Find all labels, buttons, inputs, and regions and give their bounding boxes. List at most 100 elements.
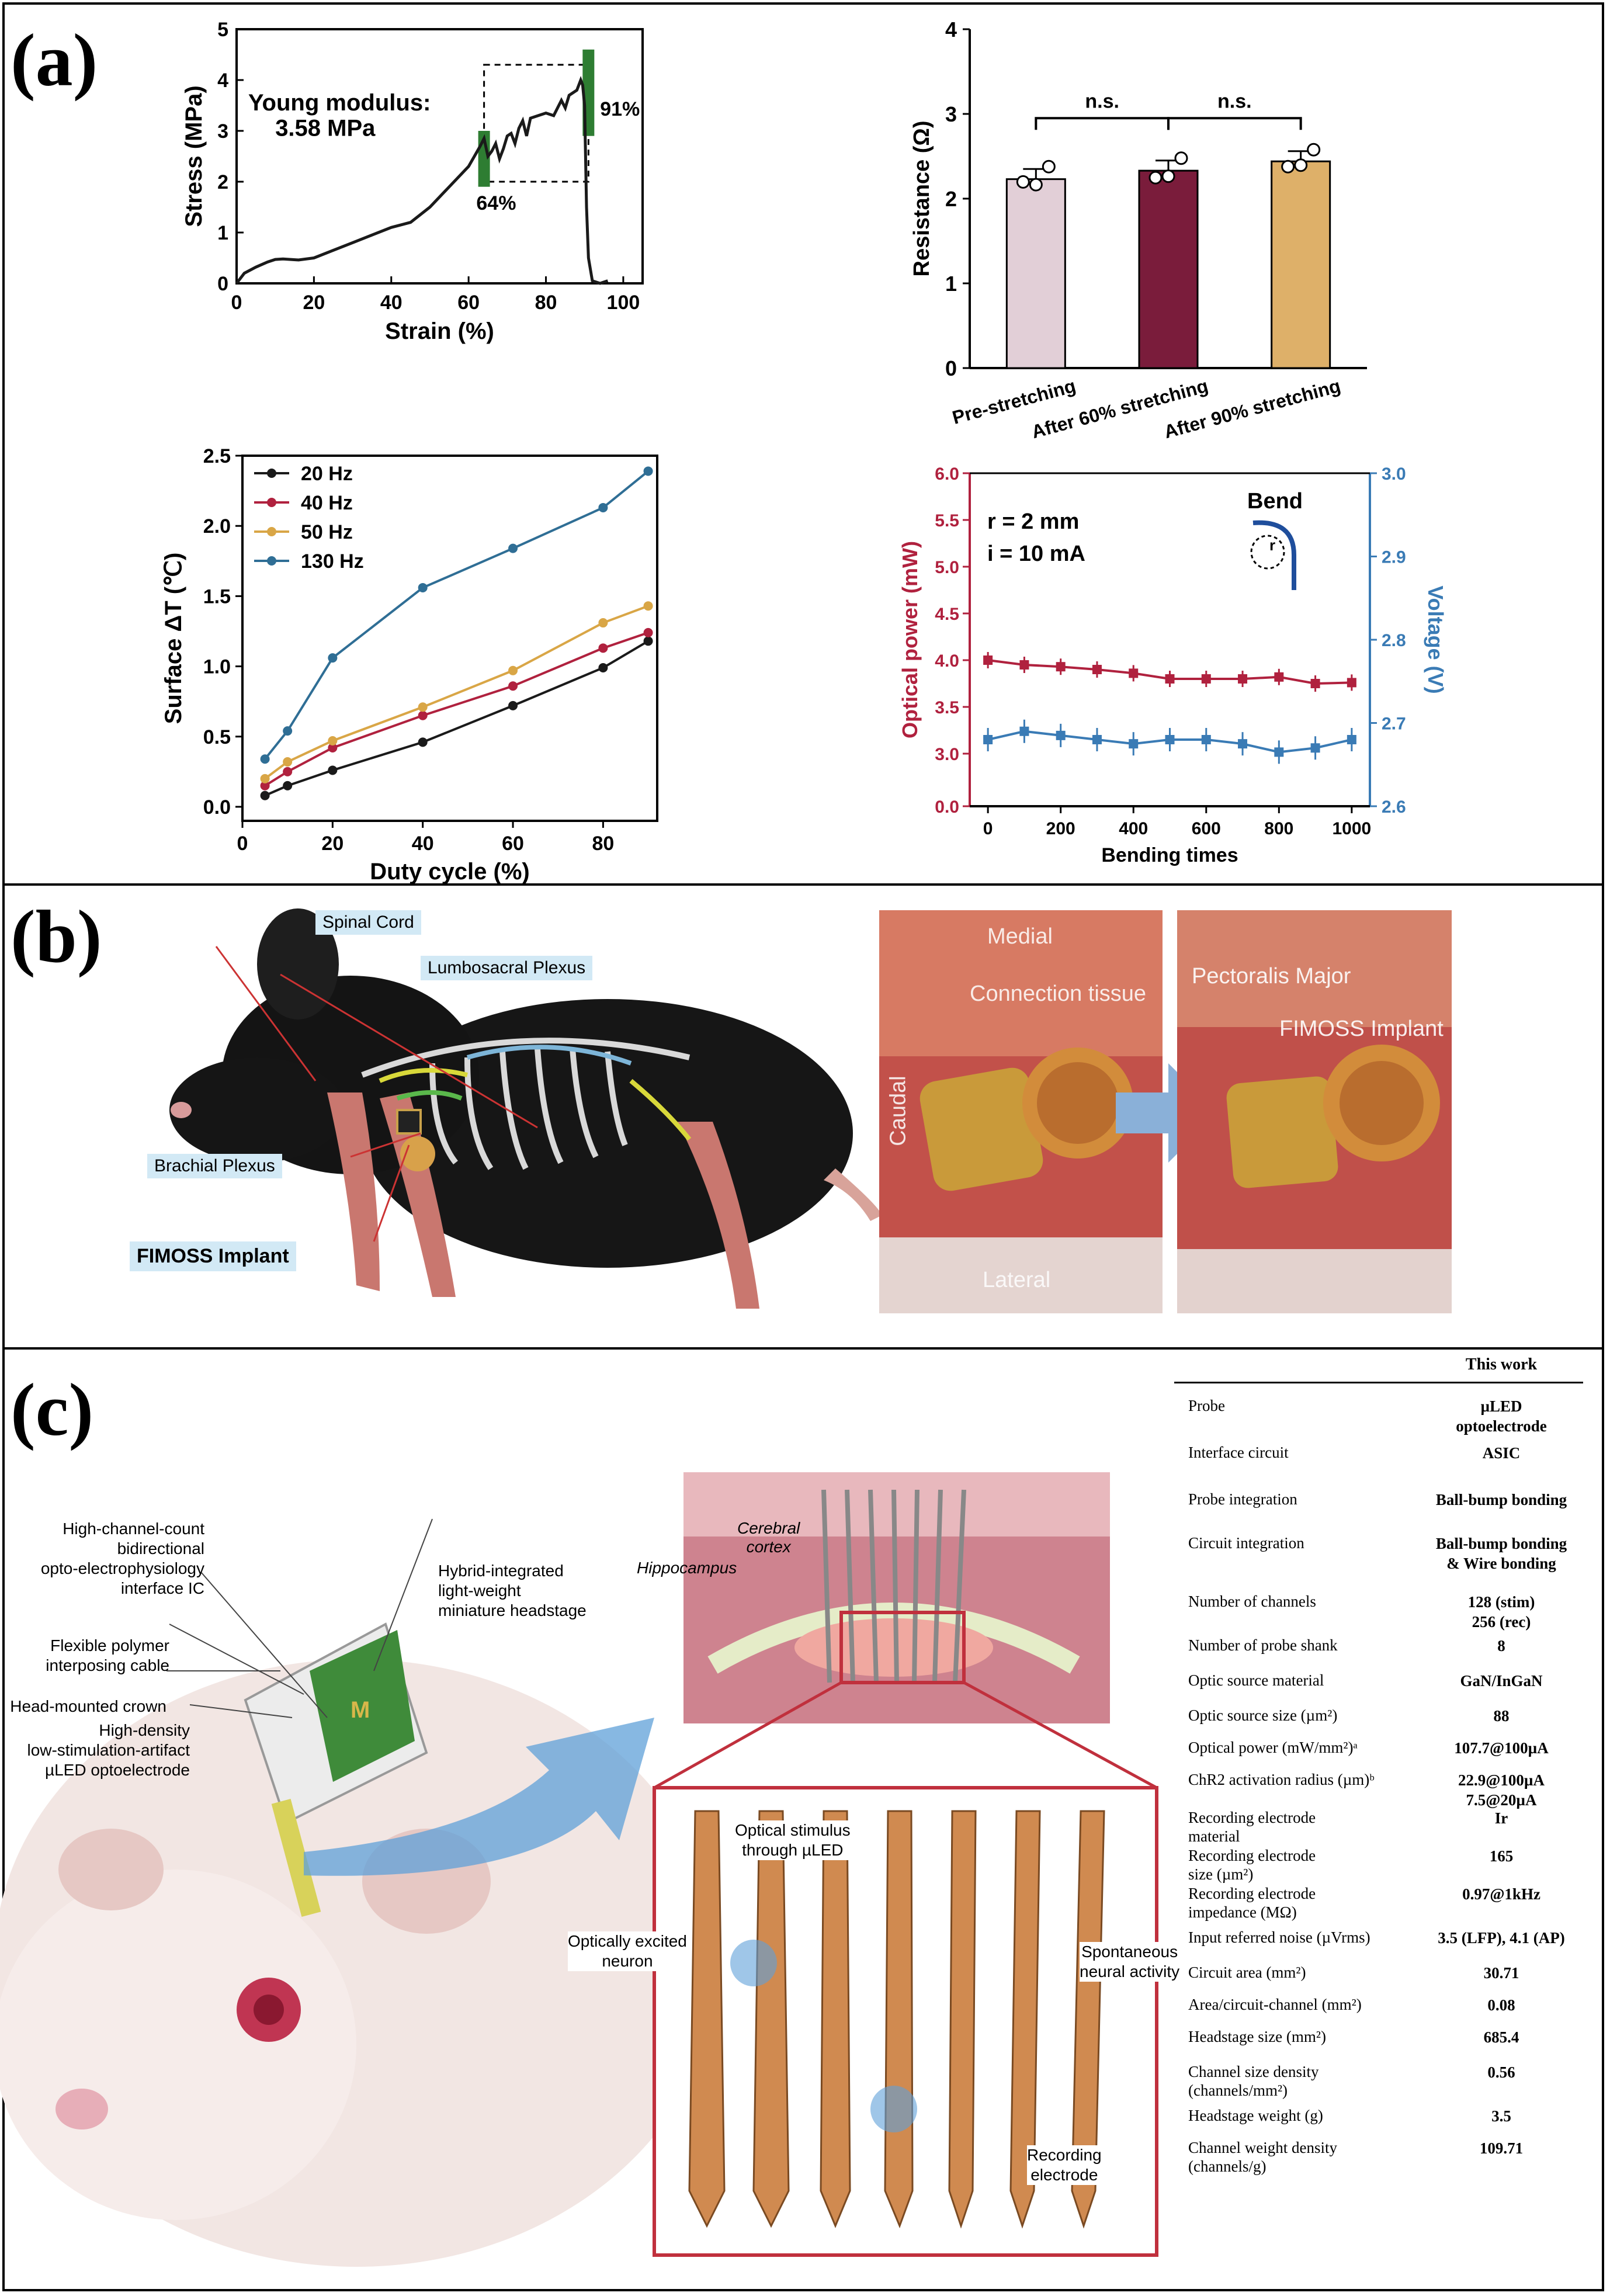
y-axis-label: Surface ΔT (℃) xyxy=(161,553,186,724)
series-point xyxy=(328,736,338,745)
y-axis-label: Stress (MPa) xyxy=(181,85,207,227)
table-row-value: 109.71 xyxy=(1479,2139,1524,2157)
x-tick-label: 60 xyxy=(502,833,524,855)
x-tick-label: 40 xyxy=(380,292,402,314)
table-row-value: Ball-bump bonding & Wire bonding xyxy=(1435,1535,1567,1572)
photo2-fimoss-implant: FIMOSS Implant xyxy=(1279,1017,1444,1041)
callout-interface-ic: High-channel-count bidirectional opto-el… xyxy=(40,1520,204,1597)
voltage-point xyxy=(1201,735,1211,744)
plot-frame xyxy=(241,455,658,822)
legend-marker xyxy=(267,527,276,536)
y-right-tick-label: 2.8 xyxy=(1382,631,1406,650)
significance-label: n.s. xyxy=(1085,90,1119,112)
y-tick-label: 1.0 xyxy=(203,656,231,678)
table-row-parameter: Interface circuit xyxy=(1188,1444,1289,1461)
voltage-point xyxy=(1056,730,1066,740)
y-tick-label: 4 xyxy=(945,18,957,41)
table-row-value: 3.5 xyxy=(1491,2107,1511,2125)
table-row-value: Ball-bump bonding xyxy=(1435,1491,1567,1508)
table-row-value: 0.97@1kHz xyxy=(1462,1885,1540,1903)
table-row-parameter: Probe xyxy=(1188,1397,1225,1414)
x-tick-label: 0 xyxy=(983,819,993,838)
table-row-parameter: Area/circuit-channel (mm²) xyxy=(1188,1996,1362,2013)
panel-divider xyxy=(2,1347,1604,1350)
power-point xyxy=(1019,660,1029,670)
annotation-bend: Bend xyxy=(1247,489,1303,514)
power-point xyxy=(1201,674,1211,684)
voltage-point xyxy=(1238,739,1248,749)
series-point xyxy=(508,681,518,691)
series-point xyxy=(283,726,293,736)
series-point xyxy=(598,502,608,512)
label-hippocampus: Hippocampus xyxy=(637,1559,737,1577)
panel-label-b: (b) xyxy=(11,895,102,978)
series-point xyxy=(328,653,338,663)
power-point xyxy=(1274,672,1284,682)
callout-leader-lines xyxy=(166,1518,433,1718)
table-header: This work xyxy=(1465,1355,1538,1374)
series-point xyxy=(328,743,338,752)
label-recording-electrode: Recording electrode xyxy=(1027,2145,1102,2185)
x-tick-label: 40 xyxy=(412,833,434,855)
skeleton-overlay xyxy=(361,1038,691,1170)
y-tick-label: 1 xyxy=(217,222,228,244)
voltage-point xyxy=(1129,739,1139,749)
x-tick-label: 60 xyxy=(457,292,480,314)
table-row-value: 8 xyxy=(1497,1637,1505,1655)
callout-crown: Head-mounted crown xyxy=(10,1697,166,1715)
power-point xyxy=(983,655,993,665)
photo1-lateral: Lateral xyxy=(983,1268,1051,1292)
mouse-anatomy-illustration xyxy=(169,908,882,1309)
panel-label-a: (a) xyxy=(11,19,98,102)
x-tick-label: 400 xyxy=(1119,819,1148,838)
data-point xyxy=(1016,175,1030,189)
y-tick-label: 2 xyxy=(217,171,228,193)
series-point xyxy=(328,765,338,775)
voltage-point xyxy=(1019,726,1029,736)
table-row-parameter: Channel weight density (channels/g) xyxy=(1188,2139,1337,2175)
series-point xyxy=(643,627,653,637)
table-row-parameter: Recording electrode size (µm²) xyxy=(1188,1847,1316,1883)
y-tick-label: 5.0 xyxy=(935,558,959,577)
y-right-axis-label: Voltage (V) xyxy=(1424,585,1448,693)
power-point xyxy=(1310,679,1320,688)
callout-optoelectrode: High-density low-stimulation-artifact µL… xyxy=(27,1721,190,1779)
y-tick-label: 0 xyxy=(217,273,228,295)
label-cerebral-cortex: Cerebral cortex xyxy=(737,1519,800,1556)
series-line xyxy=(264,640,649,797)
y-tick-label: 4.5 xyxy=(935,605,959,624)
table-row-value: GaN/InGaN xyxy=(1460,1672,1543,1690)
series-point xyxy=(283,781,293,790)
x-tick-label: 20 xyxy=(303,292,325,314)
label-brachial-plexus: Brachial Plexus xyxy=(147,1154,282,1178)
power-point xyxy=(1056,662,1066,672)
y-tick-label: 5.5 xyxy=(935,511,959,530)
table-row-value: µLED optoelectrode xyxy=(1456,1397,1547,1435)
annotation-radius: r = 2 mm xyxy=(987,509,1079,534)
photo1-connection-tissue: Connection tissue xyxy=(970,981,1147,1006)
blue-arrow xyxy=(304,1718,654,1876)
legend-marker xyxy=(267,498,276,507)
y-tick-label: 3 xyxy=(217,120,228,143)
photo1-medial: Medial xyxy=(987,924,1053,949)
series-point xyxy=(283,767,293,776)
data-point xyxy=(1148,171,1163,185)
table-row-value: 0.08 xyxy=(1487,1996,1515,2014)
annotation-modulus-value: 3.58 MPa xyxy=(275,116,376,141)
y-tick-label: 2.0 xyxy=(203,515,231,537)
x-tick-label: 100 xyxy=(607,292,640,314)
legend-label: 20 Hz xyxy=(301,463,353,485)
series-point xyxy=(508,665,518,675)
probe-shanks xyxy=(688,1810,1105,2229)
label-optical-stimulus: Optical stimulus through µLED xyxy=(735,1820,851,1860)
table-row-parameter: Probe integration xyxy=(1188,1490,1297,1508)
callout-headstage: Hybrid-integrated light-weight miniature… xyxy=(438,1562,587,1619)
data-point xyxy=(1029,178,1043,192)
y-right-tick-label: 3.0 xyxy=(1382,464,1406,484)
headstage-board xyxy=(310,1630,415,1782)
y-tick-label: 2.5 xyxy=(203,445,231,467)
y-tick-label: 4.0 xyxy=(935,651,959,671)
table-row-value: 107.7@100µA xyxy=(1454,1739,1549,1757)
series-point xyxy=(643,601,653,611)
